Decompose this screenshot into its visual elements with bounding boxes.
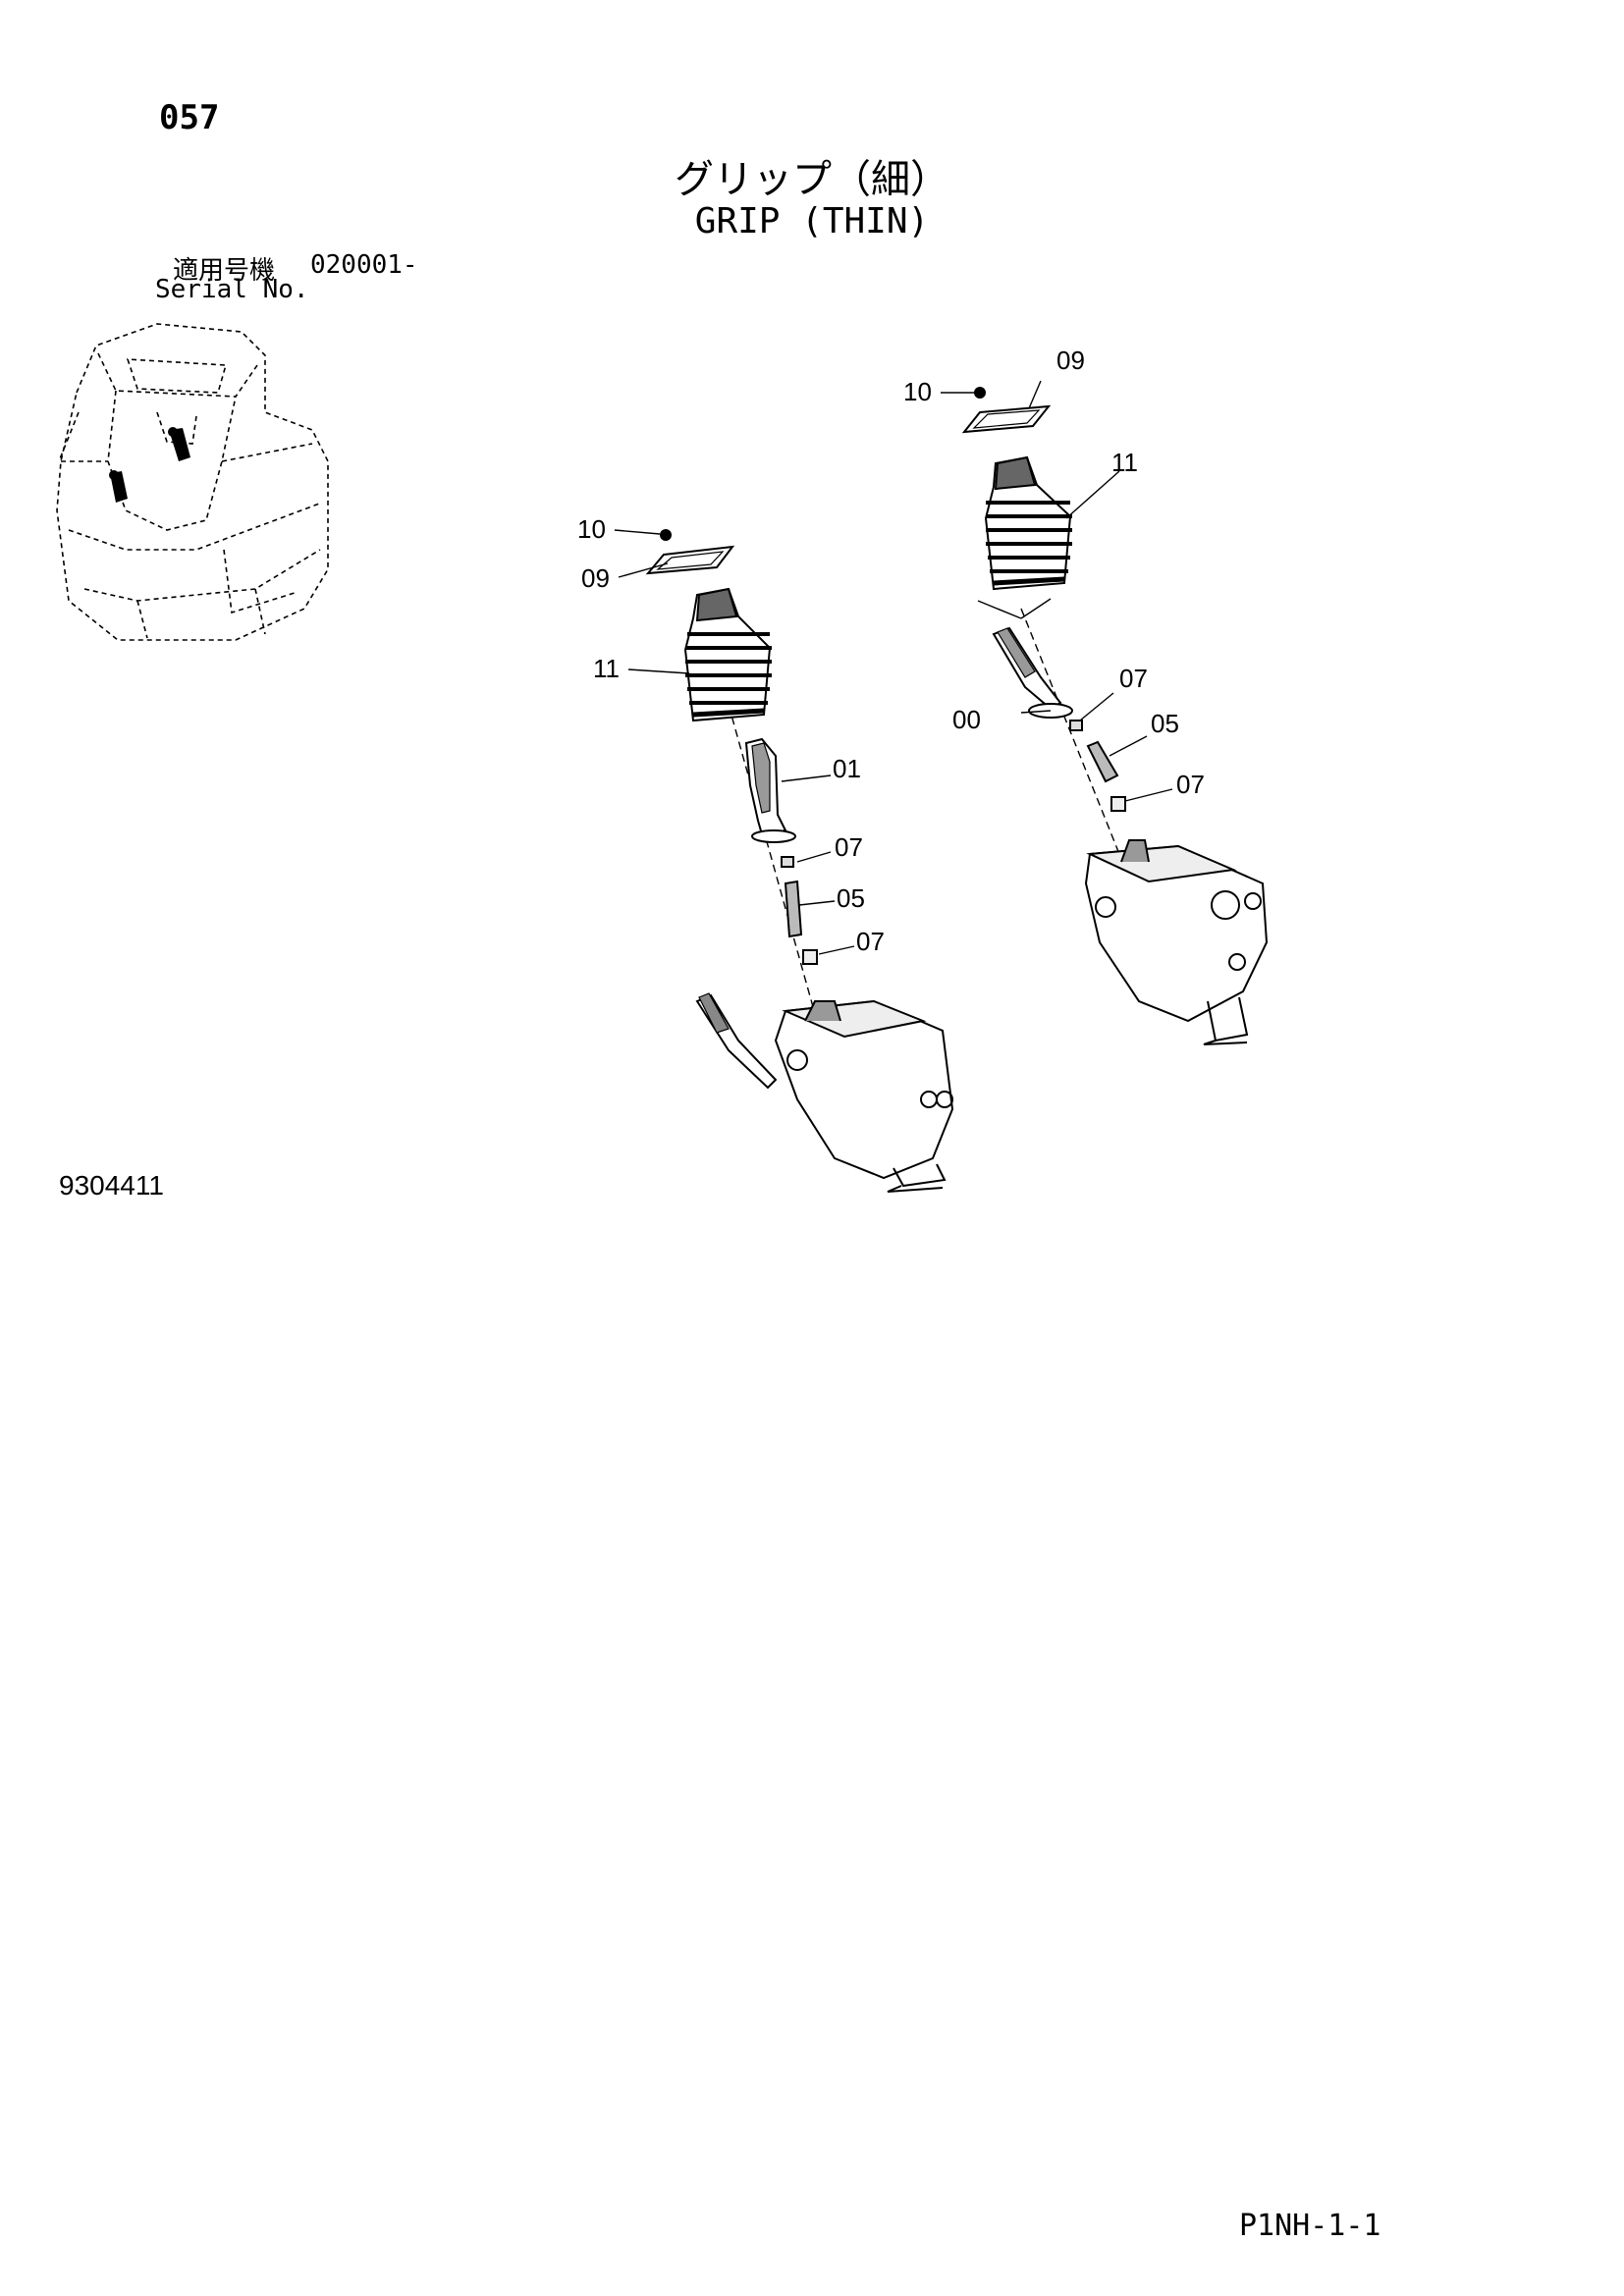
callout-right-05: 05 xyxy=(1151,709,1179,738)
page-title-japanese: グリップ（細） xyxy=(675,157,949,202)
page-number: 057 xyxy=(159,98,220,137)
left-nut-10 xyxy=(660,529,672,541)
cab-lever-markers xyxy=(109,427,190,503)
right-gasket-09 xyxy=(961,404,1052,434)
right-nut-10 xyxy=(974,387,986,399)
right-grip-00 xyxy=(992,626,1073,719)
serial-number-value: 020001- xyxy=(310,250,418,280)
left-rod-05 xyxy=(784,880,803,938)
left-bushing-07-upper xyxy=(781,856,794,868)
callout-left-05: 05 xyxy=(837,883,865,913)
left-bushing-07-lower xyxy=(802,949,818,965)
callout-right-07-lower: 07 xyxy=(1176,770,1205,799)
callout-left-09: 09 xyxy=(581,563,610,593)
serial-label-japanese: 適用号機 xyxy=(173,256,276,286)
callout-right-10: 10 xyxy=(903,377,932,406)
left-grip-assembly xyxy=(645,529,954,1193)
callout-left-07-upper: 07 xyxy=(835,832,863,862)
serial-label-english: Serial No. xyxy=(155,275,309,304)
sheet-code: P1NH-1-1 xyxy=(1239,2209,1381,2243)
page-title-english: GRIP (THIN) xyxy=(694,201,930,241)
callout-leaders xyxy=(614,380,1173,955)
callout-left-07-lower: 07 xyxy=(856,927,885,956)
callout-labels: 10 09 11 01 07 05 07 10 09 11 00 07 05 0… xyxy=(577,346,1205,956)
cab-overview-illustration xyxy=(56,323,329,641)
right-pilot-valve-body xyxy=(1084,839,1269,1045)
callout-left-10: 10 xyxy=(577,514,606,544)
right-boot-11 xyxy=(984,455,1072,591)
right-bushing-07-lower xyxy=(1110,796,1126,812)
left-boot-11 xyxy=(683,587,772,722)
right-grip-assembly xyxy=(961,387,1269,1045)
callout-right-11: 11 xyxy=(1111,448,1138,477)
callout-right-00: 00 xyxy=(952,705,981,734)
callout-right-07-upper: 07 xyxy=(1119,664,1148,693)
callout-left-01: 01 xyxy=(833,754,861,783)
left-grip-01 xyxy=(744,737,796,843)
callout-right-09: 09 xyxy=(1056,346,1085,375)
right-rod-05 xyxy=(1086,740,1119,783)
left-pilot-valve-body xyxy=(695,992,954,1193)
callout-left-11: 11 xyxy=(593,654,620,683)
right-bushing-07-upper xyxy=(1069,720,1083,731)
drawing-number: 9304411 xyxy=(59,1170,164,1201)
